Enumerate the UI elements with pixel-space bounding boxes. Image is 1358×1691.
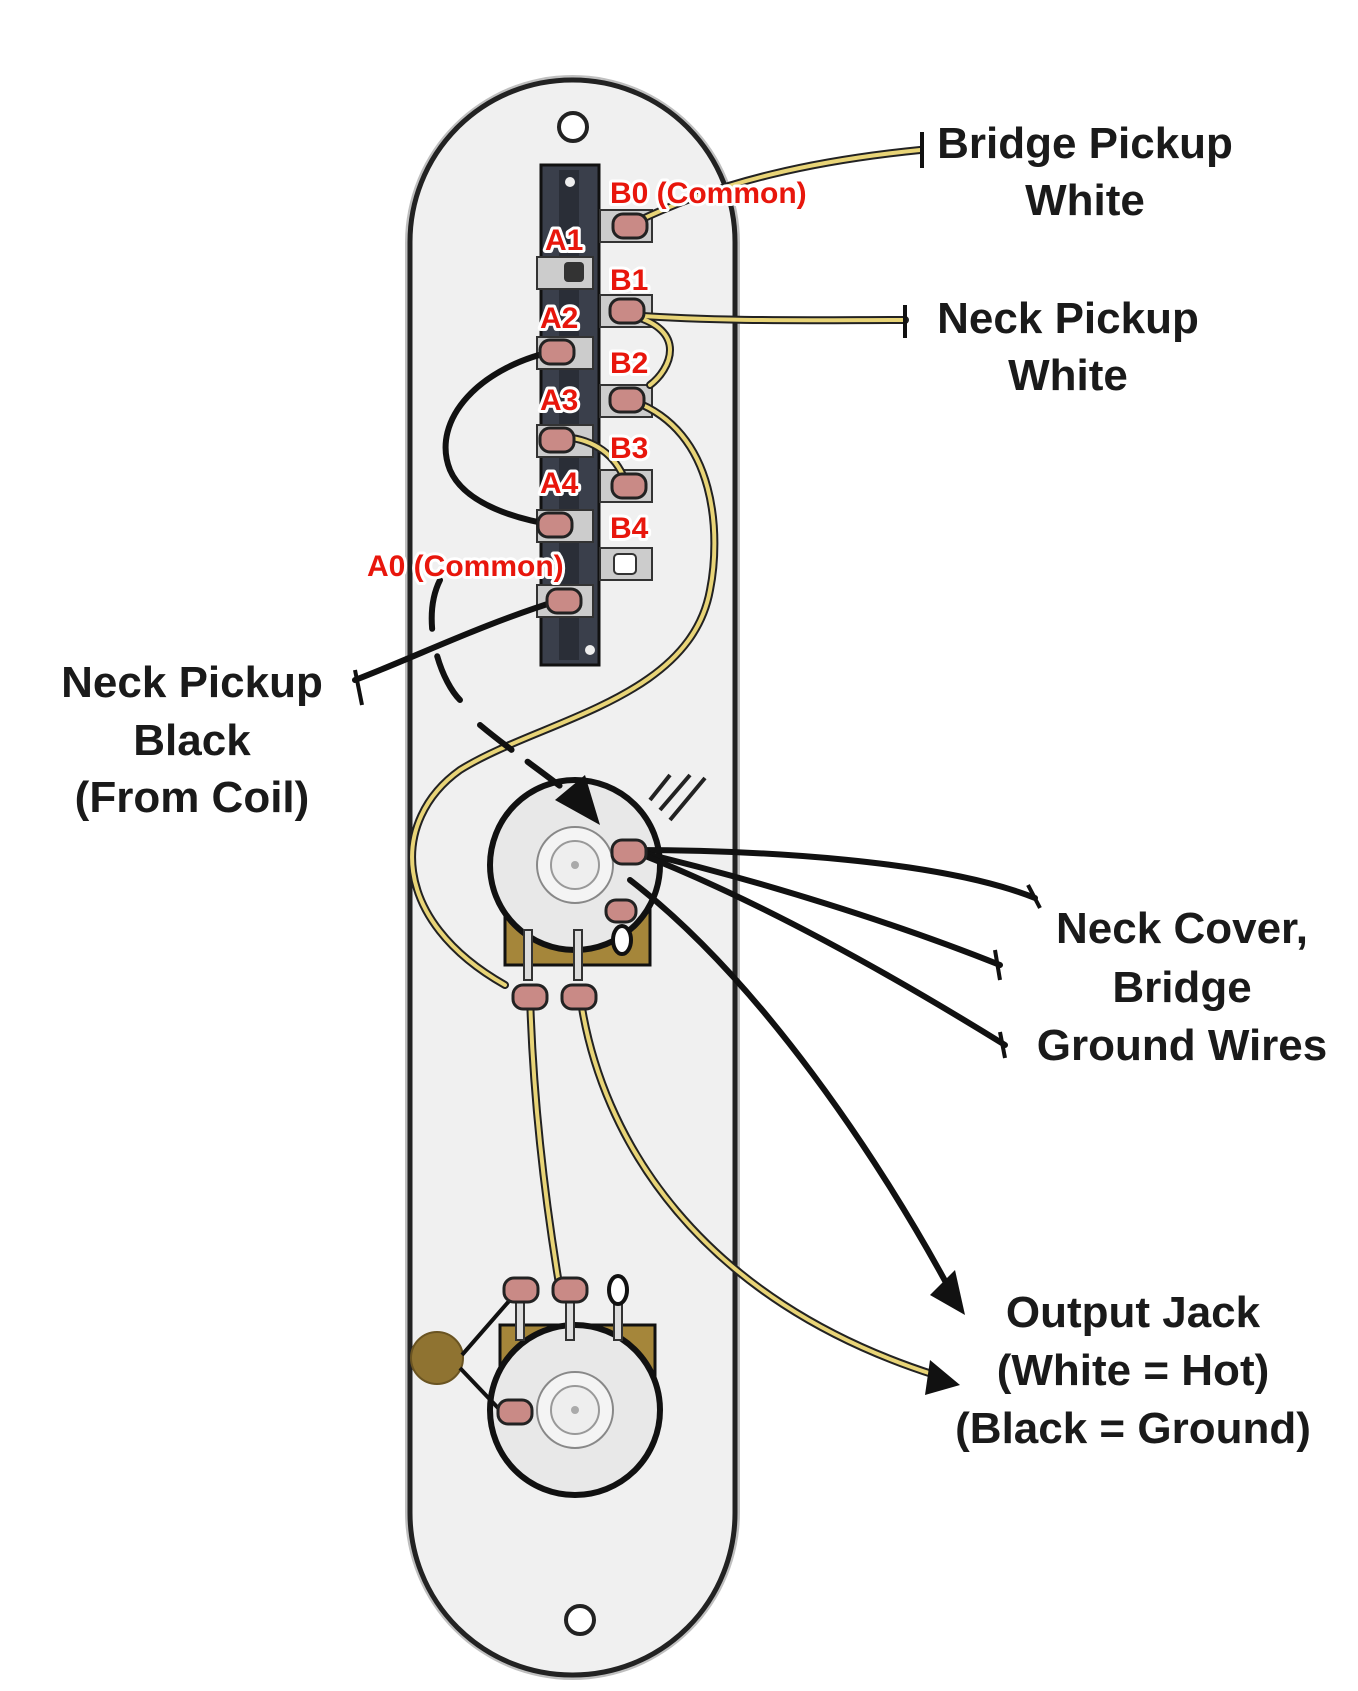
- black-wires: [352, 347, 1038, 1293]
- terminal-a3: A3: [540, 384, 578, 417]
- label-line: (Black = Ground): [955, 1404, 1311, 1453]
- label-line: Neck Pickup: [61, 658, 323, 707]
- solder-joints: [496, 212, 649, 1426]
- label-line: Bridge Pickup: [937, 119, 1233, 168]
- terminal-a0: A0 (Common): [367, 550, 564, 583]
- arrows: [555, 775, 965, 1395]
- white-wires: [408, 146, 939, 1379]
- label-line: (White = Hot): [997, 1346, 1270, 1395]
- terminal-b4: B4: [610, 512, 649, 545]
- label-line: Ground Wires: [1037, 1021, 1328, 1070]
- top-mounting-hole: [557, 111, 589, 143]
- terminal-a2: A2: [540, 302, 578, 335]
- terminal-a4: A4: [540, 467, 579, 500]
- terminal-b0: B0 (Common): [610, 177, 807, 210]
- label-line: Black: [133, 716, 251, 765]
- tone-pot: [410, 1274, 663, 1498]
- label-ground-wires: Neck Cover, Bridge Ground Wires: [1037, 904, 1328, 1070]
- label-line: Neck Cover,: [1056, 904, 1308, 953]
- label-line: Output Jack: [1006, 1288, 1261, 1337]
- wire-ends: [353, 132, 1042, 1059]
- bottom-mounting-hole: [564, 1604, 596, 1636]
- terminal-b3: B3: [610, 432, 648, 465]
- label-neck-pickup-white: Neck Pickup White: [937, 294, 1199, 400]
- terminal-labels: B0 (Common) A1 B1 A2 B2 A3 B3 A4 B4 A0 (…: [364, 174, 810, 586]
- label-line: (From Coil): [75, 773, 310, 822]
- label-line: White: [1025, 176, 1145, 225]
- ground-symbol: [648, 773, 707, 822]
- terminal-b1: B1: [610, 264, 648, 297]
- tone-capacitor: [410, 1331, 464, 1385]
- terminal-a1: A1: [545, 224, 583, 257]
- label-neck-pickup-black: Neck Pickup Black (From Coil): [61, 658, 323, 822]
- label-output-jack: Output Jack (White = Hot) (Black = Groun…: [955, 1288, 1311, 1453]
- label-bridge-pickup-white: Bridge Pickup White: [937, 119, 1233, 225]
- label-line: White: [1008, 351, 1128, 400]
- terminal-b2: B2: [610, 347, 648, 380]
- label-line: Bridge: [1112, 963, 1251, 1012]
- label-line: Neck Pickup: [937, 294, 1199, 343]
